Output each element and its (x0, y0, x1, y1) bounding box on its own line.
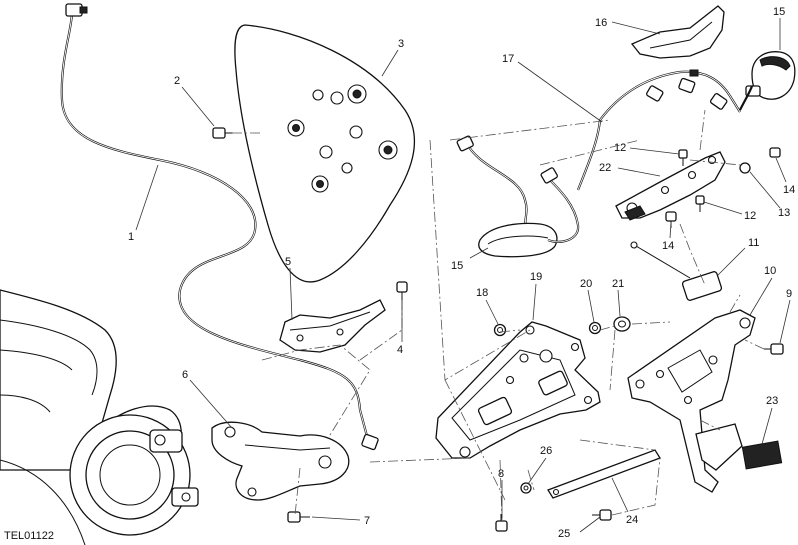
callout-3: 3 (398, 38, 404, 50)
nut-13 (739, 162, 751, 174)
plate-3 (234, 24, 416, 283)
nut-18 (493, 323, 507, 337)
screw-7 (287, 511, 310, 523)
plate-holder-10 (627, 309, 756, 493)
sensor-11 (630, 241, 723, 301)
callout-16: 16 (595, 17, 607, 29)
diagram-code: TEL01122 (4, 530, 54, 542)
callout-13: 13 (778, 207, 790, 219)
screw-12-upper (678, 149, 688, 166)
callout-19: 19 (530, 271, 542, 283)
screw-14-upper (769, 147, 781, 158)
callout-numbers: 1 2 3 4 5 6 7 8 9 10 11 12 12 13 14 14 1… (128, 6, 795, 540)
callout-26: 26 (540, 445, 552, 457)
bracket-6 (211, 421, 350, 501)
callout-7: 7 (364, 515, 370, 527)
swingarm-frame (0, 289, 199, 545)
callout-21: 21 (612, 278, 624, 290)
callout-20: 20 (580, 278, 592, 290)
callout-22: 22 (599, 162, 611, 174)
washer-26 (520, 482, 532, 494)
harness-17 (540, 69, 754, 243)
screw-4 (396, 281, 408, 300)
leader-lines (135, 18, 791, 533)
callout-5: 5 (285, 256, 291, 268)
callout-25: 25 (558, 528, 570, 540)
callout-6: 6 (182, 369, 188, 381)
callout-2: 2 (174, 75, 180, 87)
bush-21 (613, 316, 631, 332)
callout-12-lower: 12 (744, 210, 756, 222)
cable-1 (60, 3, 379, 451)
screw-12-lower (695, 195, 705, 212)
callout-10: 10 (764, 265, 776, 277)
support-22 (615, 151, 726, 221)
callout-15-right: 15 (773, 6, 785, 18)
callout-4: 4 (397, 344, 403, 356)
callout-23: 23 (766, 395, 778, 407)
callout-1: 1 (128, 231, 134, 243)
assembly-lines (232, 109, 765, 521)
callout-11: 11 (748, 237, 759, 249)
strap-24 (547, 449, 661, 499)
bracket-19 (435, 321, 601, 459)
screw-9 (764, 343, 784, 355)
screw-2 (212, 127, 233, 139)
callout-24: 24 (626, 514, 638, 526)
screw-25 (592, 509, 612, 521)
callout-18: 18 (476, 287, 488, 299)
callout-15-left: 15 (451, 260, 463, 272)
callout-14-lower: 14 (662, 240, 674, 252)
callout-9: 9 (786, 288, 792, 300)
indicator-15-right (745, 51, 796, 100)
screw-8 (495, 514, 508, 532)
callout-12-upper: 12 (614, 142, 626, 154)
callout-14-right: 14 (783, 184, 795, 196)
bracket-5 (279, 299, 386, 353)
callout-17: 17 (502, 53, 514, 65)
spacer-20 (588, 321, 602, 335)
reflector-23 (695, 423, 783, 471)
cover-16 (630, 5, 725, 59)
indicator-15-left (456, 135, 558, 258)
callout-8: 8 (498, 468, 504, 480)
